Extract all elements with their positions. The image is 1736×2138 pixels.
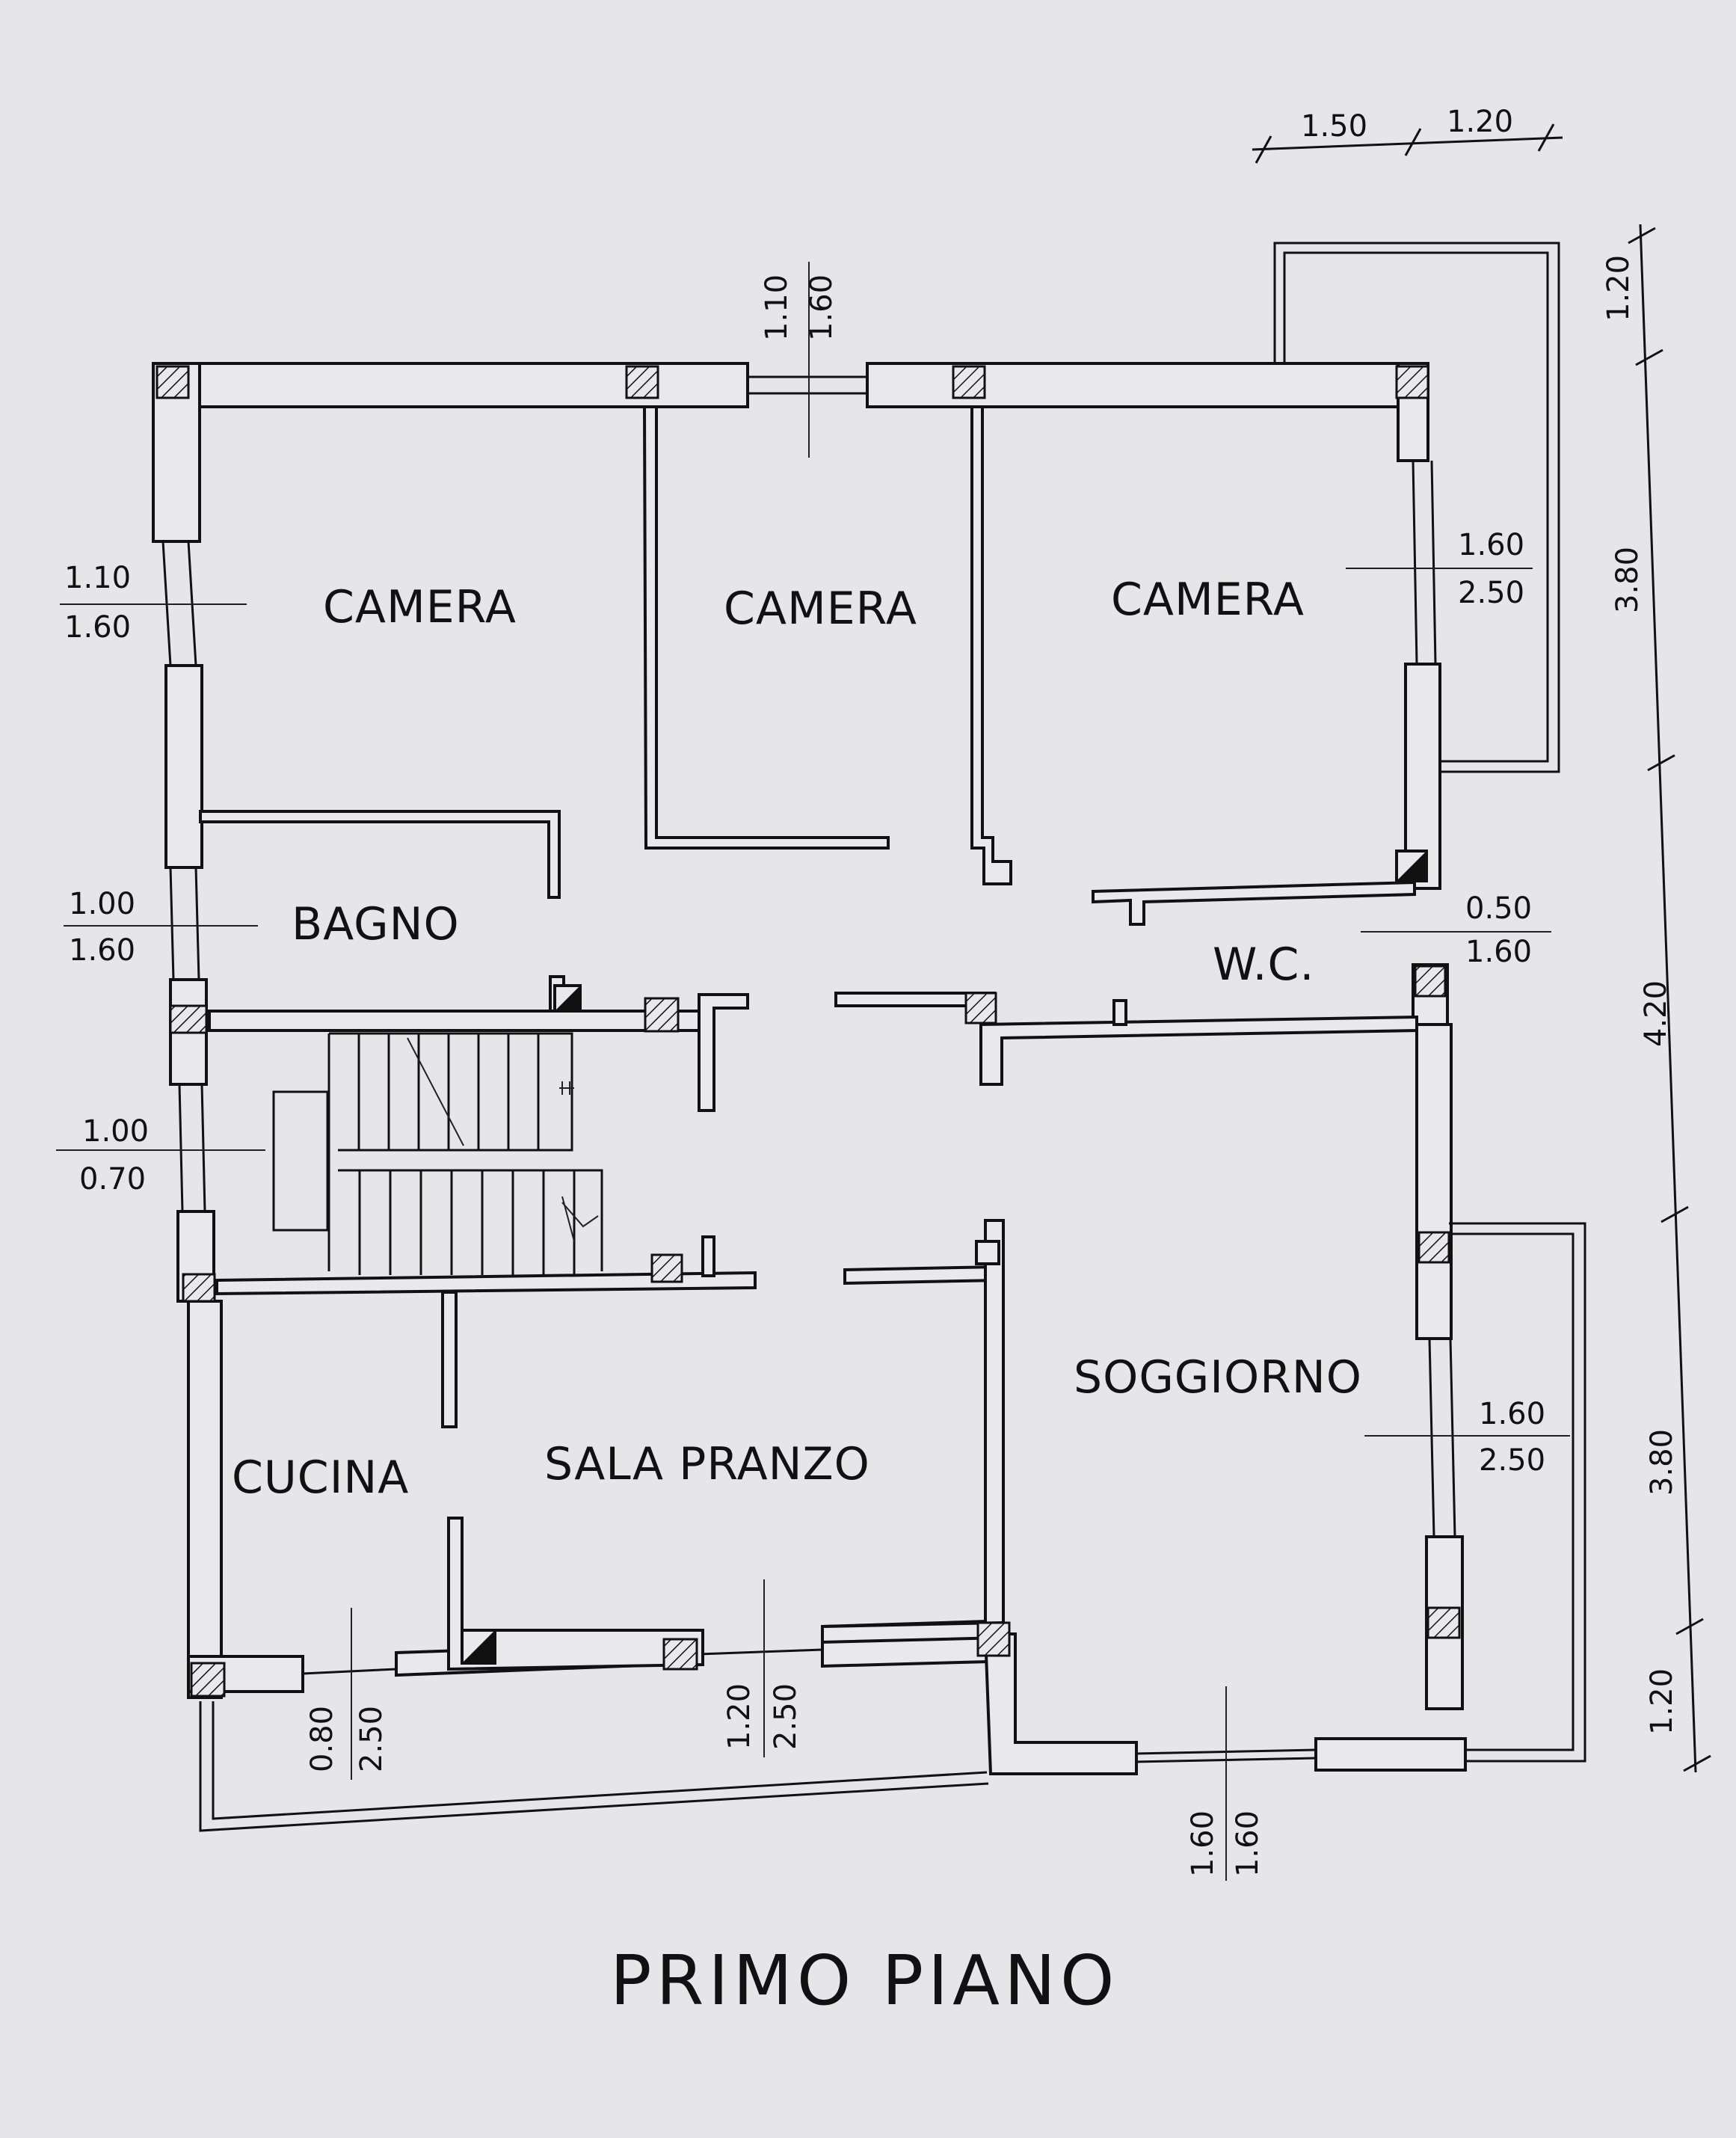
dim-pranzo-bottom-a: 1.20 xyxy=(722,1683,757,1750)
room-label-wc: W.C. xyxy=(1213,939,1314,991)
room-label-camera-1: CAMERA xyxy=(323,581,517,633)
chain-dimension-top: 1.50 1.20 xyxy=(1252,105,1563,164)
dim-wc-a: 0.50 xyxy=(1465,891,1532,926)
dim-soggiorno-bottom-a: 1.60 xyxy=(1186,1810,1220,1877)
dim-right-4: 3.80 xyxy=(1645,1429,1679,1496)
balconies xyxy=(199,242,1586,1832)
dim-camera-left-a: 1.10 xyxy=(64,561,131,595)
dim-top-2: 1.20 xyxy=(1447,105,1513,139)
flue-blocks xyxy=(461,850,1428,1665)
staircase xyxy=(272,1032,603,1275)
dim-bagno-a: 1.00 xyxy=(69,887,135,921)
soggiorno-walls xyxy=(983,1632,1467,1775)
room-label-cucina: CUCINA xyxy=(232,1452,409,1504)
dim-soggiorno-bottom-b: 1.60 xyxy=(1231,1810,1265,1877)
room-label-bagno: BAGNO xyxy=(292,898,460,950)
room-label-camera-2: CAMERA xyxy=(724,583,917,635)
room-label-camera-3: CAMERA xyxy=(1111,574,1305,626)
dim-right-2: 3.80 xyxy=(1610,547,1645,613)
dim-stair-b: 0.70 xyxy=(79,1162,146,1197)
window-dimensions: 1.10 1.60 1.10 1.60 1.60 2.50 1.00 1.60 … xyxy=(64,274,1545,1877)
room-labels: CAMERA CAMERA CAMERA BAGNO W.C. CUCINA S… xyxy=(232,574,1362,1504)
exterior-walls xyxy=(152,362,1464,1710)
interior-walls xyxy=(199,405,1418,1671)
dim-camera-right-a: 1.60 xyxy=(1458,528,1524,562)
dim-stair-a: 1.00 xyxy=(82,1114,149,1149)
dim-camera-right-b: 2.50 xyxy=(1458,576,1524,610)
dim-right-5: 1.20 xyxy=(1645,1668,1679,1735)
dim-bagno-b: 1.60 xyxy=(69,933,135,968)
dim-right-1: 1.20 xyxy=(1601,255,1636,322)
dim-right-3: 4.20 xyxy=(1639,980,1673,1047)
dim-soggiorno-a: 1.60 xyxy=(1479,1397,1545,1431)
dim-cucina-bottom-b: 2.50 xyxy=(354,1706,389,1772)
page-title: PRIMO PIANO xyxy=(610,1941,1118,2021)
dim-pranzo-bottom-b: 2.50 xyxy=(769,1683,803,1750)
chain-dimension-right: 1.20 3.80 4.20 3.80 1.20 xyxy=(1601,224,1711,1773)
dim-wc-b: 1.60 xyxy=(1465,935,1532,969)
dim-top-center-b: 1.60 xyxy=(804,274,839,341)
dim-cucina-bottom-a: 0.80 xyxy=(305,1706,339,1772)
dim-soggiorno-b: 2.50 xyxy=(1479,1443,1545,1478)
window-axes xyxy=(56,262,1570,1881)
room-label-sala-pranzo: SALA PRANZO xyxy=(544,1438,870,1490)
dim-top-center-a: 1.10 xyxy=(760,274,794,341)
dim-top-1: 1.50 xyxy=(1301,109,1367,144)
dim-camera-left-b: 1.60 xyxy=(64,610,131,645)
room-label-soggiorno: SOGGIORNO xyxy=(1074,1351,1362,1404)
columns xyxy=(156,365,1461,1698)
